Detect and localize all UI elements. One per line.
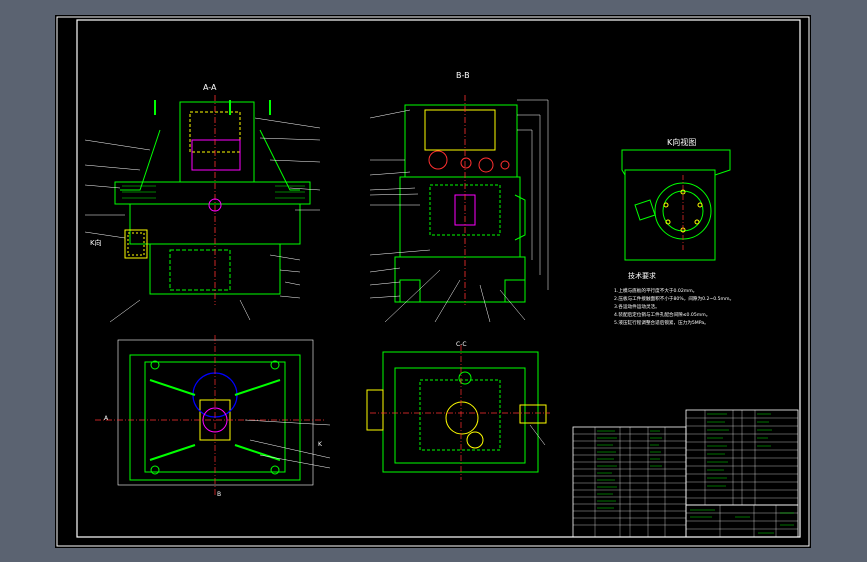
view-plan: A B K xyxy=(95,335,331,498)
technical-requirements: 技术要求 1.上模与底板的平行度不大于0.02mm。 2.压板与工件接触面积不小… xyxy=(614,271,734,326)
view-k-marker: K向 xyxy=(90,238,102,247)
tech-req-line: 4.装配后定位销与工件孔配合间隙≤0.05mm。 xyxy=(614,311,710,318)
tech-req-title: 技术要求 xyxy=(628,271,656,280)
view-section-aa: A-A K向 xyxy=(84,83,321,323)
tech-req-line: 5.液压缸行程调整合适后锁紧，压力为5MPa。 xyxy=(614,319,709,326)
view-section-cc: C-C xyxy=(366,341,550,480)
section-aa-title: A-A xyxy=(203,83,217,92)
plan-marker-a: A xyxy=(104,415,109,422)
tech-req-line: 2.压板与工件接触面积不小于80%，间隙为0.2~0.5mm。 xyxy=(614,295,734,302)
plan-marker-k: K xyxy=(318,441,323,448)
view-k-title: K向视图 xyxy=(667,137,696,147)
section-cc-title: C-C xyxy=(456,341,467,348)
plan-marker-b: B xyxy=(217,491,221,498)
outer-sheet-border xyxy=(56,16,810,547)
view-k-direction: K向视图 xyxy=(621,137,731,261)
inner-drawing-frame xyxy=(76,19,801,538)
view-section-bb: B-B xyxy=(369,71,549,323)
parts-list-title-block xyxy=(572,409,799,538)
tech-req-line: 3.各运动件运动灵活。 xyxy=(614,303,660,310)
section-bb-title: B-B xyxy=(456,71,470,80)
tech-req-line: 1.上模与底板的平行度不大于0.02mm。 xyxy=(614,287,697,294)
drawing-background xyxy=(55,15,811,548)
